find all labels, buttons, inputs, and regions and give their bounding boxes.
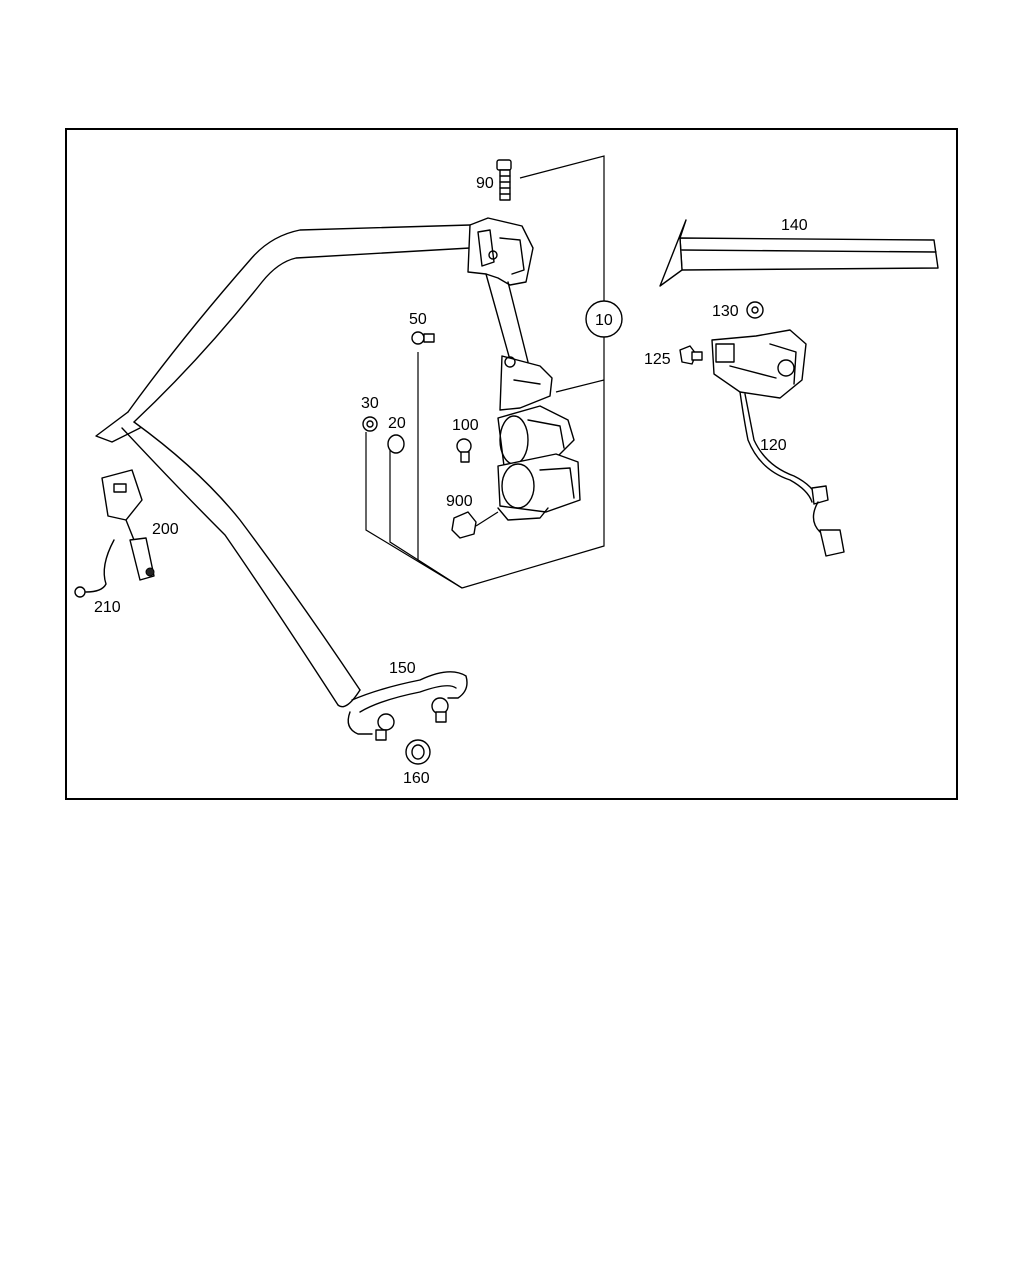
callout-160: 160 [403, 770, 430, 787]
part-50-screw [411, 331, 435, 345]
retractor-assembly [497, 355, 581, 521]
part-210-cable [74, 539, 115, 598]
part-130-nut [746, 301, 764, 319]
belt-guide-upper [467, 217, 534, 363]
callout-200: 200 [152, 521, 179, 538]
callout-130: 130 [712, 303, 739, 320]
callout-30: 30 [361, 395, 379, 412]
diagram-frame [65, 128, 958, 800]
part-20-washer [387, 434, 405, 454]
callout-210: 210 [94, 599, 121, 616]
part-140-cover [659, 219, 939, 287]
part-30-washer [362, 416, 378, 432]
part-900-cap [451, 511, 477, 539]
callout-100: 100 [452, 417, 479, 434]
part-125-bolt [679, 345, 703, 365]
part-90-bolt [496, 159, 512, 201]
part-120-sensor-unit [711, 329, 845, 557]
callout-20: 20 [388, 415, 406, 432]
callout-10: 10 [595, 312, 613, 329]
callout-120: 120 [760, 437, 787, 454]
part-160-spacer [405, 739, 431, 765]
callout-140: 140 [781, 217, 808, 234]
callout-90: 90 [476, 175, 494, 192]
callout-900: 900 [446, 493, 473, 510]
leader-lines-10 [365, 155, 605, 589]
part-200-buckle [101, 469, 155, 581]
part-150-anchor-loop [347, 671, 468, 741]
callout-125: 125 [644, 351, 671, 368]
belt-webbing [95, 224, 471, 708]
callout-150: 150 [389, 660, 416, 677]
part-100-bolt [456, 438, 472, 463]
callout-10-circle [585, 300, 623, 338]
callout-50: 50 [409, 311, 427, 328]
